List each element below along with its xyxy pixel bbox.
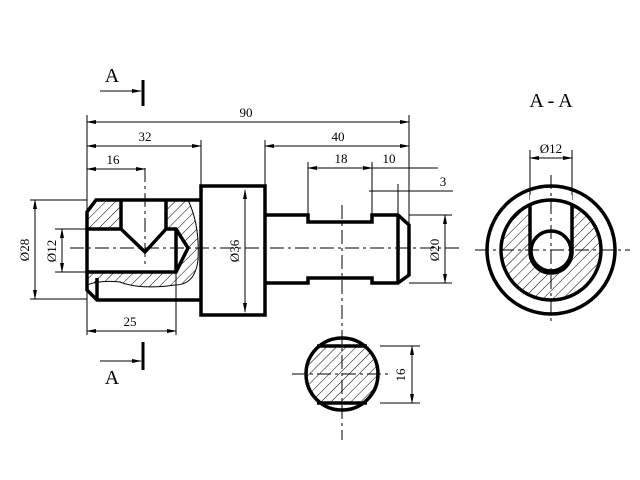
section-view-title: A - A	[529, 90, 573, 112]
section-a-a: A - A	[475, 90, 630, 325]
section-marker-bottom: A	[100, 342, 145, 389]
main-view	[70, 168, 460, 440]
dim-slot-12-label: Ø12	[540, 141, 562, 156]
dim-25-label: 25	[124, 314, 137, 329]
groove-section	[292, 336, 392, 412]
dim-90-label: 90	[240, 105, 253, 120]
dim-dia20-label: Ø20	[427, 239, 442, 261]
dim-16-flat-label: 16	[393, 368, 408, 382]
hatch-top-left	[87, 200, 121, 229]
dim-32-label: 32	[139, 129, 152, 144]
bore	[87, 227, 191, 274]
dim-3-label: 3	[440, 174, 447, 189]
dimensions: 90 32 16 40 18 10 3 Ø28 Ø12 Ø36 Ø20 25 1…	[17, 105, 573, 404]
dim-dia36-label: Ø36	[227, 239, 242, 262]
section-marker-top: A	[100, 65, 145, 106]
section-label-bottom: A	[105, 367, 120, 389]
shaft	[265, 213, 411, 285]
hatch-top-right	[166, 200, 199, 285]
break-line	[86, 199, 199, 288]
dim-dia28-label: Ø28	[17, 239, 32, 261]
flange	[199, 184, 267, 317]
dim-dia12-label: Ø12	[44, 240, 59, 262]
hatch-bottom	[87, 272, 176, 287]
dim-18-label: 18	[335, 151, 348, 166]
cross-hole	[119, 200, 168, 255]
section-label-top: A	[105, 65, 120, 87]
dim-40-label: 40	[332, 129, 345, 144]
dim-16-label: 16	[107, 152, 121, 167]
dim-10-label: 10	[383, 151, 396, 166]
